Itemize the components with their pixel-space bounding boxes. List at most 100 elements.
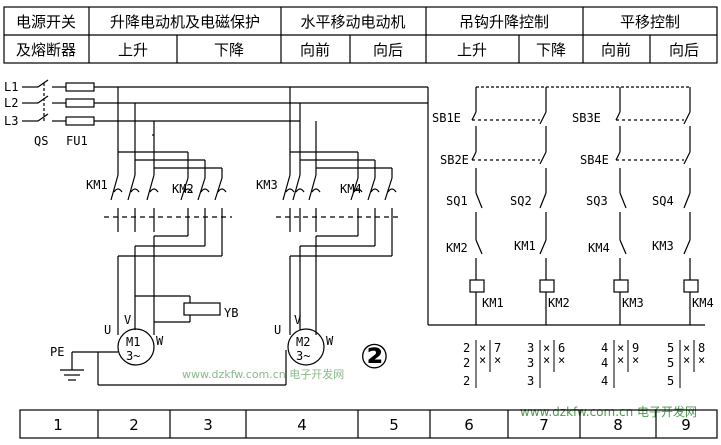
label-v2: V bbox=[294, 313, 301, 327]
label-km3: KM3 bbox=[256, 178, 278, 192]
figure-number: ② bbox=[360, 337, 389, 377]
contact-km2-no-3: 3 bbox=[527, 374, 534, 388]
contact-table-km3: 4 4 4 ×× 9 × bbox=[601, 340, 639, 388]
fuse-l3 bbox=[65, 116, 95, 126]
header-back-1: 向后 bbox=[373, 41, 403, 59]
contact-km1-no-1: 2 bbox=[463, 341, 470, 355]
header-down-2: 下降 bbox=[536, 41, 566, 59]
label-interlock-km4: KM4 bbox=[588, 241, 610, 255]
label-u2: U bbox=[274, 323, 281, 337]
label-v1: V bbox=[124, 313, 131, 327]
svg-text:×: × bbox=[543, 353, 550, 367]
header-power-switch: 电源开关 bbox=[16, 13, 76, 31]
label-interlock-km1: KM1 bbox=[514, 239, 536, 253]
coil-km1 bbox=[469, 279, 485, 293]
label-w1: W bbox=[156, 334, 164, 348]
label-coil-km4: KM4 bbox=[692, 296, 714, 310]
label-sb4: SB4E bbox=[580, 153, 609, 167]
label-km1: KM1 bbox=[86, 178, 108, 192]
contact-table-km1: 2 2 2 ×× 7 × bbox=[463, 340, 501, 388]
contact-km3-nc-1: 9 bbox=[632, 341, 639, 355]
zone-2: 2 bbox=[129, 416, 139, 434]
main-circuit bbox=[104, 87, 705, 335]
label-coil-km3: KM3 bbox=[622, 296, 644, 310]
power-input bbox=[22, 79, 428, 126]
label-l2: L2 bbox=[4, 96, 18, 110]
label-sb3: SB3E bbox=[572, 111, 601, 125]
header-hoist-motor: 升降电动机及电磁保护 bbox=[110, 13, 260, 31]
coil-km2 bbox=[539, 279, 555, 293]
zone-1: 1 bbox=[53, 416, 63, 434]
label-km4: KM4 bbox=[340, 182, 362, 196]
motor-m1 bbox=[117, 328, 155, 366]
svg-text:×: × bbox=[479, 353, 486, 367]
label-sb2: SB2E bbox=[440, 153, 469, 167]
contact-km4-nc-1: 8 bbox=[698, 341, 705, 355]
label-m2-phase: 3~ bbox=[296, 349, 310, 363]
fuse-l1 bbox=[65, 82, 95, 92]
contact-km4-no-3: 5 bbox=[667, 374, 674, 388]
svg-text:×: × bbox=[617, 353, 624, 367]
svg-text:×: × bbox=[683, 341, 690, 355]
motors bbox=[60, 328, 325, 386]
contact-km1-no-3: 2 bbox=[463, 374, 470, 388]
contact-km2-no-1: 3 bbox=[527, 341, 534, 355]
zone-9: 9 bbox=[681, 416, 691, 434]
label-sq4: SQ4 bbox=[652, 194, 674, 208]
contact-km1-nc-2: × bbox=[494, 353, 501, 367]
contact-tables: 2 2 2 ×× 7 × 3 3 3 ×× 6 × 4 4 4 ×× 9 × bbox=[463, 340, 705, 388]
header-down-1: 下降 bbox=[214, 41, 244, 59]
label-coil-km1: KM1 bbox=[482, 296, 504, 310]
label-m1: M1 bbox=[126, 335, 140, 349]
zone-5: 5 bbox=[389, 416, 399, 434]
svg-text:×: × bbox=[543, 341, 550, 355]
label-sq2: SQ2 bbox=[510, 194, 532, 208]
header-travel-motor: 水平移动电动机 bbox=[300, 13, 405, 31]
label-qs: QS bbox=[34, 134, 48, 148]
header-forward-1: 向前 bbox=[300, 41, 330, 59]
header-table bbox=[3, 6, 718, 64]
contact-km3-no-1: 4 bbox=[601, 341, 608, 355]
coil-km4 bbox=[683, 279, 699, 293]
contact-km1-nc-1: 7 bbox=[494, 341, 501, 355]
header-fuse: 及熔断器 bbox=[16, 41, 76, 59]
label-pe: PE bbox=[50, 345, 64, 359]
contact-km2-nc-2: × bbox=[558, 353, 565, 367]
header-back-2: 向后 bbox=[669, 41, 699, 59]
svg-text:×: × bbox=[617, 341, 624, 355]
zone-8: 8 bbox=[613, 416, 623, 434]
contact-table-km2: 3 3 3 ×× 6 × bbox=[527, 340, 565, 388]
label-sq1: SQ1 bbox=[446, 194, 468, 208]
motor-labels: M1 3~ M2 3~ U V W U V W PE YB KM1 KM2 KM… bbox=[50, 178, 362, 363]
contact-km2-nc-1: 6 bbox=[558, 341, 565, 355]
watermark-corner: www.dzkfw.com.cn 电子开发网 bbox=[520, 404, 697, 419]
label-sb1: SB1E bbox=[432, 111, 461, 125]
label-w2: W bbox=[326, 334, 334, 348]
control-labels: SB1E SB2E SB3E SB4E SQ1 SQ2 SQ3 SQ4 KM2 … bbox=[432, 111, 714, 310]
brake-yb bbox=[183, 302, 221, 316]
contact-km2-no-2: 3 bbox=[527, 356, 534, 370]
label-u1: U bbox=[104, 323, 111, 337]
label-interlock-km3: KM3 bbox=[652, 239, 674, 253]
zone-strip bbox=[19, 409, 718, 439]
header-up-1: 上升 bbox=[118, 41, 148, 59]
header-text: 电源开关 升降电动机及电磁保护 水平移动电动机 吊钩升降控制 平移控制 及熔断器… bbox=[16, 13, 699, 59]
zone-3: 3 bbox=[203, 416, 213, 434]
header-hook-control: 吊钩升降控制 bbox=[459, 13, 549, 31]
control-circuit bbox=[469, 86, 699, 325]
label-l3: L3 bbox=[4, 114, 18, 128]
label-km2: KM2 bbox=[172, 182, 194, 196]
contact-km3-nc-2: × bbox=[632, 353, 639, 367]
header-up-2: 上升 bbox=[457, 41, 487, 59]
svg-text:×: × bbox=[479, 341, 486, 355]
label-m1-phase: 3~ bbox=[126, 349, 140, 363]
contact-km1-no-2: 2 bbox=[463, 356, 470, 370]
contact-km4-nc-2: × bbox=[698, 353, 705, 367]
motor-m2 bbox=[287, 328, 325, 366]
zone-4: 4 bbox=[297, 416, 307, 434]
header-travel-control: 平移控制 bbox=[620, 13, 680, 31]
coil-km3 bbox=[613, 279, 629, 293]
label-l1: L1 bbox=[4, 80, 18, 94]
label-sq3: SQ3 bbox=[586, 194, 608, 208]
